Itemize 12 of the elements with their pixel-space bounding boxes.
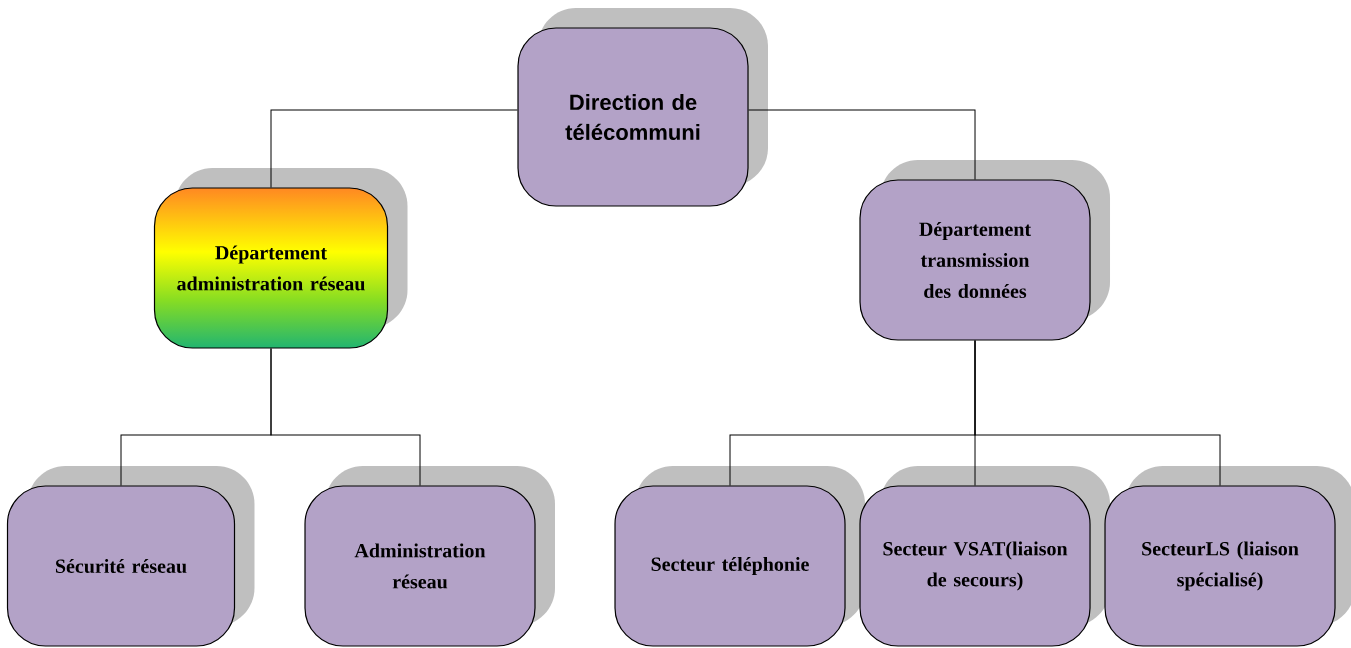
process-box: Administration réseau — [304, 466, 555, 647]
connector-line — [974, 340, 1221, 486]
connector-line — [748, 109, 976, 180]
process-box: SecteurLS (liaison spécialisé) — [1104, 466, 1351, 647]
process-box: Département administration réseau — [153, 168, 408, 349]
process-box: Secteur VSAT(liaison de secours) — [859, 466, 1110, 647]
process-box: Sécurité réseau — [6, 466, 255, 647]
connector-line — [270, 348, 421, 486]
process-box: Direction de télécommuni — [517, 8, 768, 207]
process-box: Secteur téléphonie — [614, 466, 865, 647]
connector-line — [270, 109, 518, 188]
process-box: Département transmission des données — [859, 160, 1110, 341]
